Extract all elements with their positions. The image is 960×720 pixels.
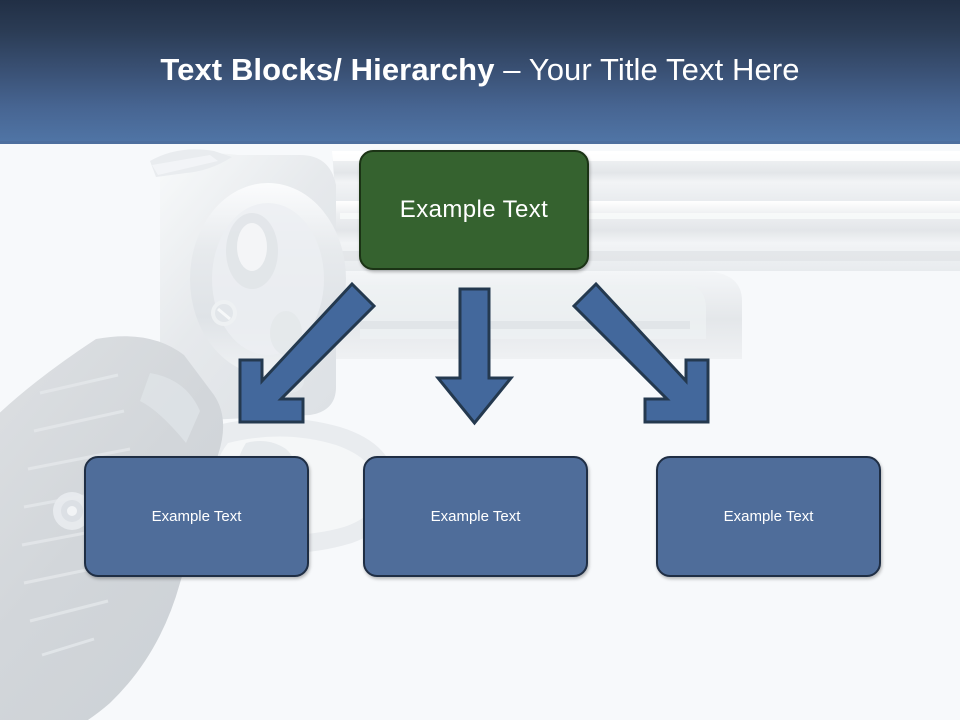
node-child-1-label: Example Text — [151, 508, 242, 525]
node-child-2-label: Example Text — [430, 508, 521, 525]
node-child-2[interactable]: Example Text — [363, 456, 588, 577]
arrow-down-icon — [434, 287, 515, 426]
page-title-strong: Text Blocks/ Hierarchy — [160, 52, 504, 87]
node-child-3[interactable]: Example Text — [656, 456, 881, 577]
title-underline-rule — [0, 141, 960, 144]
node-root-label: Example Text — [399, 196, 549, 223]
node-child-3-label: Example Text — [723, 508, 814, 525]
node-child-1[interactable]: Example Text — [84, 456, 309, 577]
slide-title-band — [0, 0, 960, 143]
page-title-rest: – Your Title Text Here — [503, 52, 800, 87]
page-title: Text Blocks/ Hierarchy – Your Title Text… — [0, 50, 960, 90]
node-root[interactable]: Example Text — [359, 150, 589, 270]
arrow-down-right-icon — [571, 281, 710, 424]
arrow-down-left-icon — [238, 281, 377, 424]
